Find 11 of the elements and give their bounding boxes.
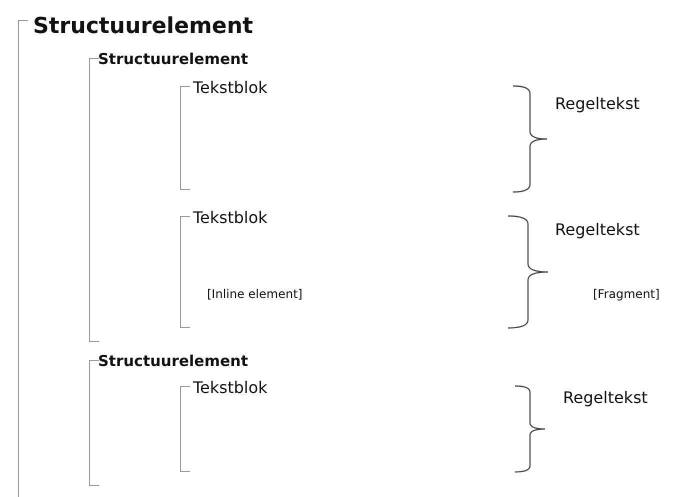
side-label: Regeltekst: [563, 390, 648, 406]
group-heading: Structuurelement: [98, 52, 248, 67]
group-heading: Structuurelement: [98, 354, 248, 369]
fragment-label: [Fragment]: [593, 288, 660, 300]
group-heading: Tekstblok: [193, 380, 268, 396]
group-heading: Tekstblok: [193, 80, 268, 96]
group-heading: Tekstblok: [193, 210, 268, 226]
inline-label: [Inline element]: [207, 288, 302, 300]
group-heading: Structuurelement: [33, 16, 254, 38]
side-label: Regeltekst: [555, 96, 640, 112]
side-label: Regeltekst: [555, 222, 640, 238]
